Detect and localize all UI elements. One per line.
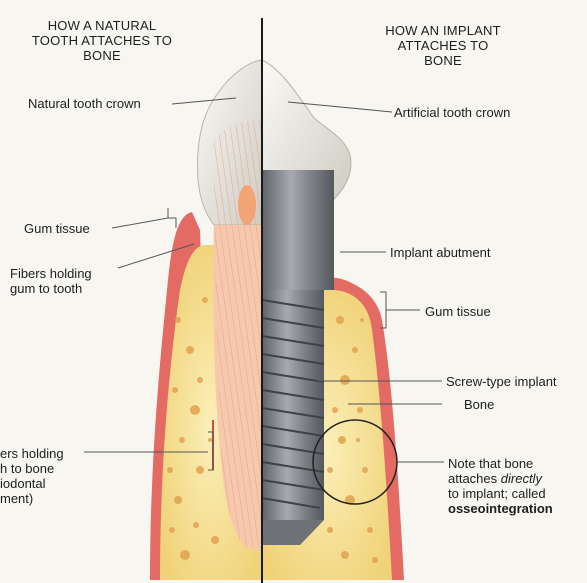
label-bone: Bone (464, 397, 494, 412)
fibers-bone-line-3: iodontal (0, 476, 64, 491)
label-fibers-tooth-to-bone: ers holding h to bone iodontal ment) (0, 446, 64, 506)
label-artificial-tooth-crown: Artificial tooth crown (394, 105, 510, 120)
heading-left-line-3: BONE (14, 48, 190, 63)
note-line-4-osseointegration: osseointegration (448, 501, 553, 516)
heading-left-line-2: TOOTH ATTACHES TO (14, 33, 190, 48)
heading-right-line-3: BONE (355, 53, 531, 68)
fibers-gum-line-2: gum to tooth (10, 281, 92, 296)
heading-natural-tooth: HOW A NATURAL TOOTH ATTACHES TO BONE (14, 18, 190, 63)
label-natural-tooth-crown: Natural tooth crown (28, 96, 141, 111)
fibers-bone-line-1: ers holding (0, 446, 64, 461)
heading-left-line-1: HOW A NATURAL (14, 18, 190, 33)
implant-abutment (262, 170, 334, 290)
note-line-1: Note that bone (448, 456, 553, 471)
note-line-2-plain: attaches (448, 471, 501, 486)
label-gum-tissue-right: Gum tissue (425, 304, 491, 319)
heading-implant: HOW AN IMPLANT ATTACHES TO BONE (355, 23, 531, 68)
note-line-2: attaches directly (448, 471, 553, 486)
label-fibers-gum-to-tooth: Fibers holding gum to tooth (10, 266, 92, 296)
label-implant-abutment: Implant abutment (390, 245, 490, 260)
label-gum-tissue-left: Gum tissue (24, 221, 90, 236)
label-osseointegration-note: Note that bone attaches directly to impl… (448, 456, 553, 516)
fibers-gum-line-1: Fibers holding (10, 266, 92, 281)
fibers-bone-line-2: h to bone (0, 461, 64, 476)
note-line-3: to implant; called (448, 486, 553, 501)
note-line-2-emphasis: directly (501, 471, 542, 486)
label-screw-type-implant: Screw-type implant (446, 374, 557, 389)
heading-right-line-2: ATTACHES TO (355, 38, 531, 53)
heading-right-line-1: HOW AN IMPLANT (355, 23, 531, 38)
pulp-chamber (238, 185, 256, 225)
fibers-bone-line-4: ment) (0, 491, 64, 506)
